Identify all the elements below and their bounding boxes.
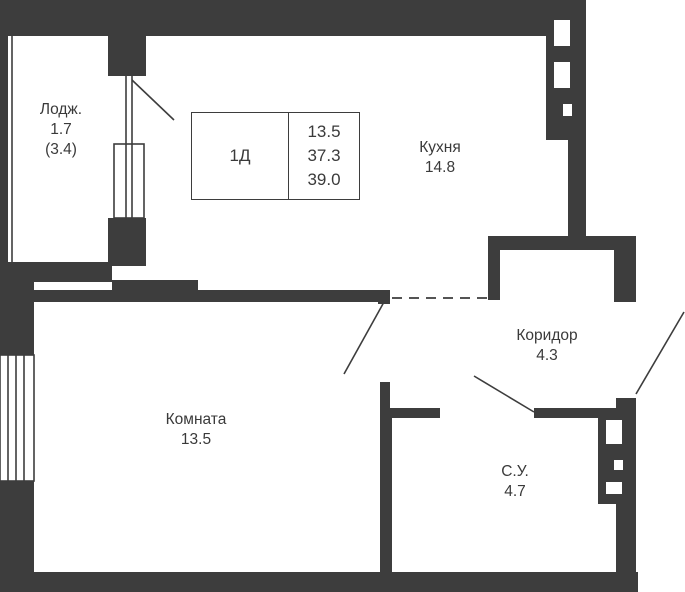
apartment-type: 1Д xyxy=(192,113,289,199)
bath-vent-pane-2 xyxy=(614,460,623,470)
wall-bath-left xyxy=(380,408,392,580)
loggia-name: Лодж. xyxy=(39,101,83,118)
loggia-door-swing xyxy=(131,79,175,121)
wall-loggia-floor xyxy=(0,262,112,282)
kitchen-label: Кухня 14.8 xyxy=(400,138,480,178)
apartment-areas: 13.5 37.3 39.0 xyxy=(289,113,359,199)
corridor-name: Коридор xyxy=(516,327,578,344)
room-name: Комната xyxy=(165,411,227,428)
wall-kitchen-room-2 xyxy=(34,290,384,302)
wall-left-upper xyxy=(0,0,8,265)
room-area: 13.5 xyxy=(180,431,212,448)
room-door-swing xyxy=(343,301,385,375)
bath-door-swing xyxy=(473,375,535,413)
wall-loggia-top xyxy=(108,36,146,76)
loggia-label: Лодж. 1.7 (3.4) xyxy=(28,100,94,160)
bath-vent-pane-3 xyxy=(606,482,622,494)
window-pane-3 xyxy=(563,104,572,116)
loggia-door-frame xyxy=(113,143,145,219)
wall-door-post xyxy=(378,290,390,304)
wall-bottom xyxy=(0,572,638,592)
bathroom-label: С.У. 4.7 xyxy=(490,462,540,502)
wall-right-outer xyxy=(614,238,636,302)
window-pane-1 xyxy=(554,20,570,46)
window-room-left xyxy=(0,354,35,482)
area-total: 37.3 xyxy=(307,146,341,165)
corridor-label: Коридор 4.3 xyxy=(500,326,594,366)
kitchen-name: Кухня xyxy=(419,139,461,156)
wall-top xyxy=(0,0,586,36)
wall-bath-top xyxy=(390,408,440,418)
loggia-area-full: (3.4) xyxy=(45,141,77,158)
room-label: Комната 13.5 xyxy=(148,410,244,450)
entrance-door-swing xyxy=(635,311,685,395)
kitchen-area: 14.8 xyxy=(424,159,456,176)
wall-bath-top-right xyxy=(534,408,618,418)
area-total-with-loggia: 39.0 xyxy=(307,170,341,189)
wall-niche-left xyxy=(488,236,500,300)
wall-bath-post xyxy=(380,382,390,410)
bathroom-area: 4.7 xyxy=(504,483,526,500)
bathroom-name: С.У. xyxy=(501,463,529,480)
wall-niche-top xyxy=(488,236,636,250)
apartment-info-box: 1Д 13.5 37.3 39.0 xyxy=(191,112,360,200)
corridor-area: 4.3 xyxy=(536,347,558,364)
loggia-area: 1.7 xyxy=(50,121,72,138)
wall-loggia-bottom xyxy=(108,218,146,266)
area-living: 13.5 xyxy=(307,122,341,141)
bath-vent-pane-1 xyxy=(606,420,622,444)
window-pane-2 xyxy=(554,62,570,88)
